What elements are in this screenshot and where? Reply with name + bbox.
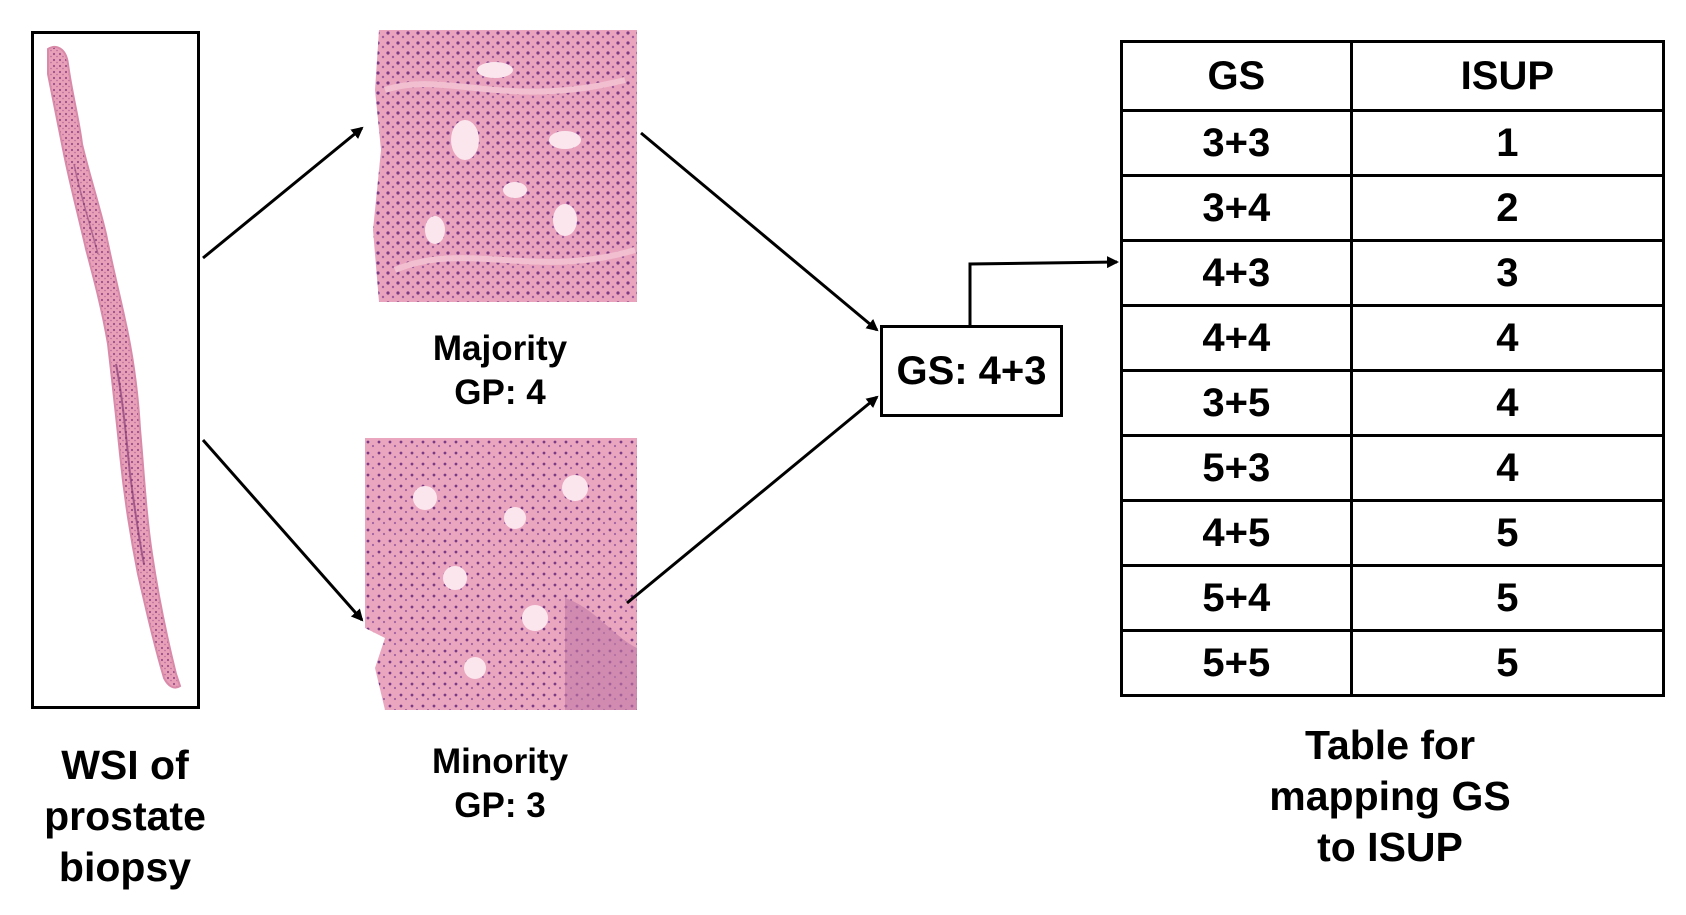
arrow-minority-to-gs [626, 395, 879, 605]
majority-caption-line-2: GP: 4 [454, 372, 546, 412]
arrow-wsi-to-minority [201, 439, 364, 622]
wsi-caption-line-3: biopsy [58, 843, 192, 890]
table-cell-isup: 5 [1349, 629, 1666, 697]
minority-caption-line-2: GP: 3 [454, 785, 546, 825]
table-cell-isup: 3 [1349, 239, 1666, 307]
wsi-tissue-image [47, 45, 182, 689]
table-caption: Table for mapping GS to ISUP [1185, 720, 1595, 872]
table-cell-gs: 3+5 [1120, 369, 1353, 437]
table-caption-line-2: mapping GS [1269, 772, 1511, 819]
arrow-wsi-to-majority [202, 126, 364, 260]
minority-caption: Minority GP: 3 [400, 740, 600, 828]
table-header-isup: ISUP [1349, 40, 1666, 112]
table-cell-gs: 4+4 [1120, 304, 1353, 372]
arrow-majority-to-gs [640, 131, 879, 332]
majority-caption-line-1: Majority [432, 329, 568, 368]
majority-pattern-patch [365, 30, 637, 302]
table-cell-gs: 3+4 [1120, 174, 1353, 242]
gleason-score-text: GS: 4+3 [896, 348, 1047, 393]
table-cell-isup: 4 [1349, 304, 1666, 372]
wsi-caption-line-1: WSI of [61, 742, 189, 788]
table-header-gs: GS [1120, 40, 1353, 112]
table-cell-gs: 4+5 [1120, 499, 1353, 567]
minority-caption-line-1: Minority [431, 742, 569, 781]
table-cell-gs: 5+5 [1120, 629, 1353, 697]
table-cell-isup: 2 [1349, 174, 1666, 242]
gleason-score-box: GS: 4+3 [880, 325, 1063, 417]
wsi-caption-line-2: prostate [44, 792, 206, 839]
table-cell-isup: 1 [1349, 109, 1666, 177]
table-cell-isup: 5 [1349, 499, 1666, 567]
table-cell-isup: 5 [1349, 564, 1666, 632]
table-caption-line-3: to ISUP [1317, 823, 1463, 870]
table-cell-gs: 5+4 [1120, 564, 1353, 632]
arrow-gs-to-table [968, 256, 1119, 325]
wsi-caption: WSI of prostate biopsy [20, 740, 230, 892]
minority-pattern-patch [365, 438, 637, 710]
table-cell-isup: 4 [1349, 369, 1666, 437]
table-caption-line-1: Table for [1304, 722, 1476, 768]
wsi-image-frame [31, 31, 200, 709]
table-cell-gs: 4+3 [1120, 239, 1353, 307]
table-cell-gs: 3+3 [1120, 109, 1353, 177]
table-cell-isup: 4 [1349, 434, 1666, 502]
table-cell-gs: 5+3 [1120, 434, 1353, 502]
table-header-row: GS ISUP [1120, 40, 1666, 112]
majority-caption: Majority GP: 4 [400, 327, 600, 415]
